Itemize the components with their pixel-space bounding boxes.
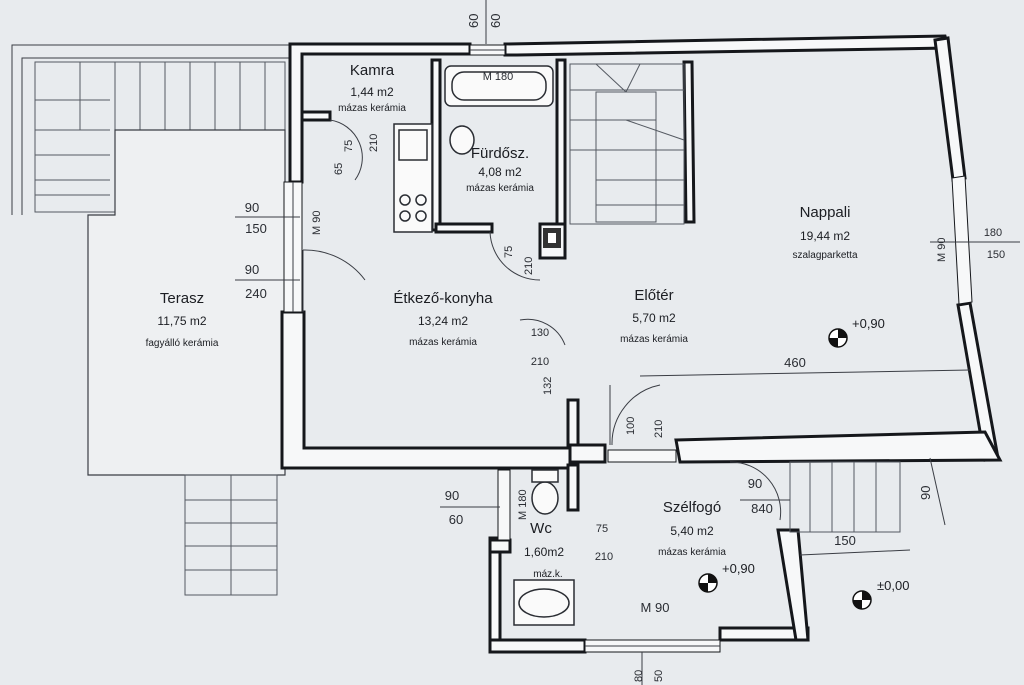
dim-90-240-bot: 240 [245, 286, 267, 301]
dim-132: 132 [542, 377, 554, 395]
entrance-steps [789, 461, 901, 533]
level-text-szelfogo: +0,90 [722, 561, 755, 576]
dim-75a: 75 [343, 140, 355, 152]
room-finish-terasz: fagyálló kerámia [146, 338, 219, 349]
dim-90-840-bot: 840 [751, 501, 773, 516]
dim-210a: 210 [368, 134, 380, 152]
dim-210b: 210 [523, 257, 535, 275]
room-finish-nappali: szalagparketta [792, 250, 857, 261]
dim-90-240-top: 90 [245, 262, 259, 277]
chimney [543, 228, 561, 248]
dim-90-60-bot: 60 [449, 512, 463, 527]
bathroom-toilet [449, 125, 475, 155]
level-marker-outside [852, 590, 872, 610]
dimension-lines [235, 0, 1020, 685]
room-area-szelfogo: 5,40 m2 [670, 524, 714, 538]
dim-90-side: 90 [918, 486, 933, 500]
room-finish-kamra: mázas kerámia [338, 103, 406, 114]
dim-m90-bottom: M 90 [641, 600, 670, 615]
room-area-nappali: 19,44 m2 [800, 229, 850, 243]
dim-m180-wc: M 180 [517, 489, 529, 520]
dim-460: 460 [784, 355, 806, 370]
room-area-konyha: 13,24 m2 [418, 314, 468, 328]
dim-100: 100 [625, 417, 637, 435]
room-name-szelfogo: Szélfogó [663, 499, 721, 516]
room-name-wc: Wc [530, 520, 552, 537]
dim-90-150-bot: 150 [245, 221, 267, 236]
dim-m90-left: M 90 [311, 211, 323, 235]
dim-75b: 75 [503, 246, 515, 258]
level-marker-szelfogo [698, 573, 718, 593]
room-finish-eloter: mázas kerámia [620, 334, 688, 345]
doors [302, 119, 782, 521]
dim-75-wc: 75 [596, 523, 608, 535]
dim-90-840-top: 90 [748, 476, 762, 491]
dim-m180: M 180 [483, 71, 514, 83]
room-name-kamra: Kamra [350, 62, 395, 79]
level-text-nappali: +0,90 [852, 316, 885, 331]
room-finish-konyha: mázas kerámia [409, 337, 477, 348]
terrace-floor [87, 129, 286, 476]
dim-top-60a: 60 [466, 14, 481, 28]
dim-bottom-80: 80 [633, 670, 645, 682]
wc-toilet [531, 469, 559, 515]
dim-180-right: 180 [984, 227, 1002, 239]
room-name-terasz: Terasz [160, 290, 204, 307]
level-text-outside: ±0,00 [877, 578, 909, 593]
room-area-kamra: 1,44 m2 [350, 85, 394, 99]
room-area-terasz: 11,75 m2 [157, 314, 206, 328]
outer-walls [280, 34, 1003, 654]
interior-stair [569, 63, 685, 225]
room-area-wc: 1,60m2 [524, 545, 564, 559]
dim-210c: 210 [531, 356, 549, 368]
room-area-furdo: 4,08 m2 [478, 165, 522, 179]
room-finish-wc: máz.k. [533, 569, 562, 580]
dim-210d: 210 [653, 420, 665, 438]
dim-90-150-top: 90 [245, 200, 259, 215]
dim-top-60b: 60 [488, 14, 503, 28]
dim-90-60-top: 90 [445, 488, 459, 503]
dim-210-wc: 210 [595, 551, 613, 563]
room-name-nappali: Nappali [800, 204, 851, 221]
dim-130: 130 [531, 327, 549, 339]
wc-sink [513, 579, 575, 626]
bathtub [444, 65, 554, 107]
terrace-stairs-bottom [184, 474, 278, 596]
level-marker-nappali [828, 328, 848, 348]
room-name-furdo: Fürdősz. [471, 145, 529, 162]
dim-150-step: 150 [834, 533, 856, 548]
room-finish-furdo: mázas kerámia [466, 183, 534, 194]
dim-bottom-50: 50 [653, 670, 665, 682]
dim-65: 65 [333, 163, 345, 175]
room-name-konyha: Étkező-konyha [393, 290, 493, 307]
dim-m90-right: M 90 [936, 238, 948, 262]
room-area-eloter: 5,70 m2 [632, 311, 676, 325]
room-name-eloter: Előtér [634, 287, 673, 304]
room-finish-szelfogo: mázas kerámia [658, 547, 726, 558]
dim-150-right: 150 [987, 249, 1005, 261]
kitchen-counter [393, 123, 433, 233]
